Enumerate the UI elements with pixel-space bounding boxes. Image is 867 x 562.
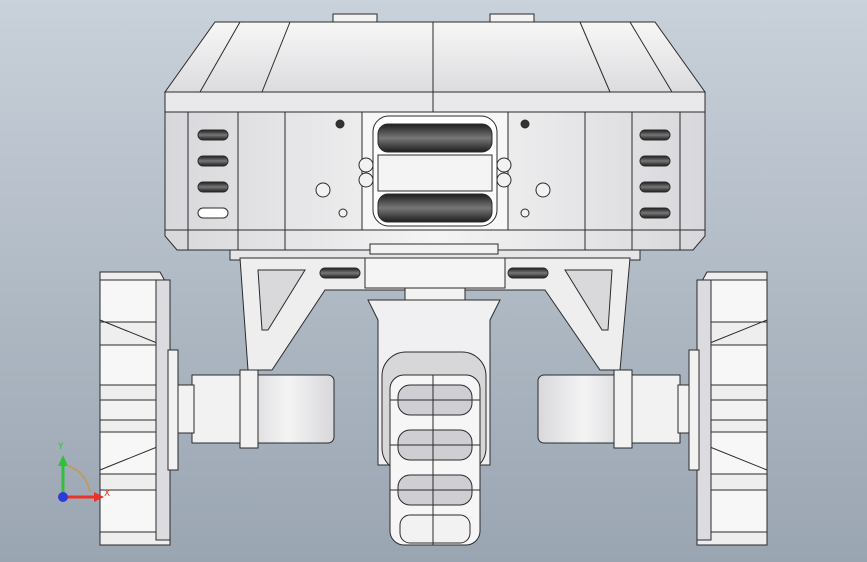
left-wheel xyxy=(99,271,179,546)
right-vent-slots xyxy=(639,129,671,219)
housing-lid xyxy=(164,21,706,93)
right-wheel xyxy=(688,271,768,546)
left-motor xyxy=(177,369,335,449)
right-motor xyxy=(537,369,695,449)
center-hub xyxy=(404,287,466,301)
top-plate-left xyxy=(332,13,378,23)
camera-lens-bottom xyxy=(377,193,493,223)
camera-lens-top xyxy=(377,123,493,153)
y-axis-label: Y xyxy=(58,442,64,452)
left-vent-slots xyxy=(197,129,229,219)
center-wheel xyxy=(389,374,481,546)
x-axis-label: X xyxy=(104,489,111,499)
lid-band xyxy=(164,91,706,113)
top-plate-right xyxy=(489,13,535,23)
axis-triad xyxy=(58,455,104,502)
